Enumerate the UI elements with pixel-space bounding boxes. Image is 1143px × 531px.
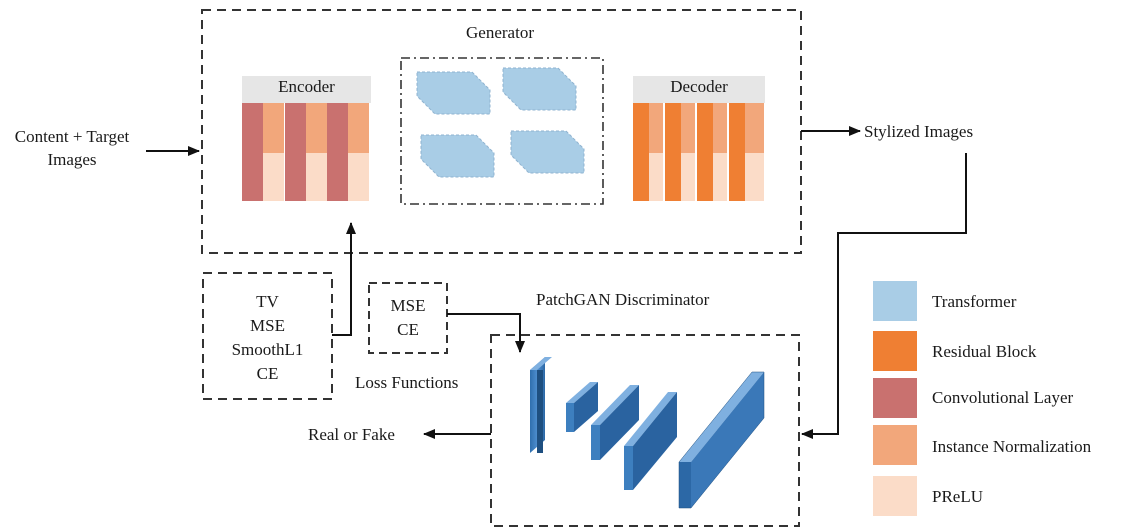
generator-title: Generator	[466, 23, 534, 42]
legend-label-convolutional-layer: Convolutional Layer	[932, 388, 1074, 407]
discriminator-box	[490, 334, 800, 527]
transformer-blocks	[416, 67, 585, 178]
input-label-line1: Content + Target	[14, 127, 130, 146]
legend-label-transformer: Transformer	[932, 292, 1017, 311]
discriminator-loss-box	[368, 282, 448, 354]
encoder-block	[242, 103, 369, 201]
loss-to-encoder-arrow	[332, 222, 356, 336]
disc-loss-mse: MSE	[390, 296, 426, 315]
loss-to-discriminator-arrow	[447, 313, 525, 353]
legend-swatch-instance-normalization	[873, 425, 917, 465]
gen-loss-mse: MSE	[250, 316, 285, 335]
legend-swatch-transformer	[873, 281, 917, 321]
encoder-header: Encoder	[242, 76, 371, 103]
real-or-fake-label: Real or Fake	[308, 425, 395, 444]
transformer-box	[400, 57, 604, 205]
input-label-line2: Images	[47, 150, 97, 169]
gen-loss-smoothl1: SmoothL1	[231, 340, 304, 359]
decoder-header: Decoder	[633, 76, 765, 103]
generator-loss-box	[202, 272, 333, 400]
gen-loss-ce: CE	[256, 364, 279, 383]
legend-swatch-prelu	[873, 476, 917, 516]
legend-swatch-residual-block	[873, 331, 917, 371]
disc-loss-ce: CE	[397, 320, 419, 339]
gen-loss-tv: TV	[256, 292, 279, 311]
legend-label-instance-normalization: Instance Normalization	[932, 437, 1092, 456]
output-label: Stylized Images	[864, 122, 974, 141]
legend-label-residual-block: Residual Block	[932, 342, 1037, 361]
decoder-block	[633, 103, 764, 201]
legend-swatch-convolutional-layer	[873, 378, 917, 418]
discriminator-blocks	[530, 357, 765, 509]
discriminator-title: PatchGAN Discriminator	[536, 290, 710, 309]
stylized-to-discriminator-arrow	[801, 153, 967, 439]
loss-functions-label: Loss Functions	[355, 373, 459, 392]
legend-label-prelu: PReLU	[932, 487, 983, 506]
